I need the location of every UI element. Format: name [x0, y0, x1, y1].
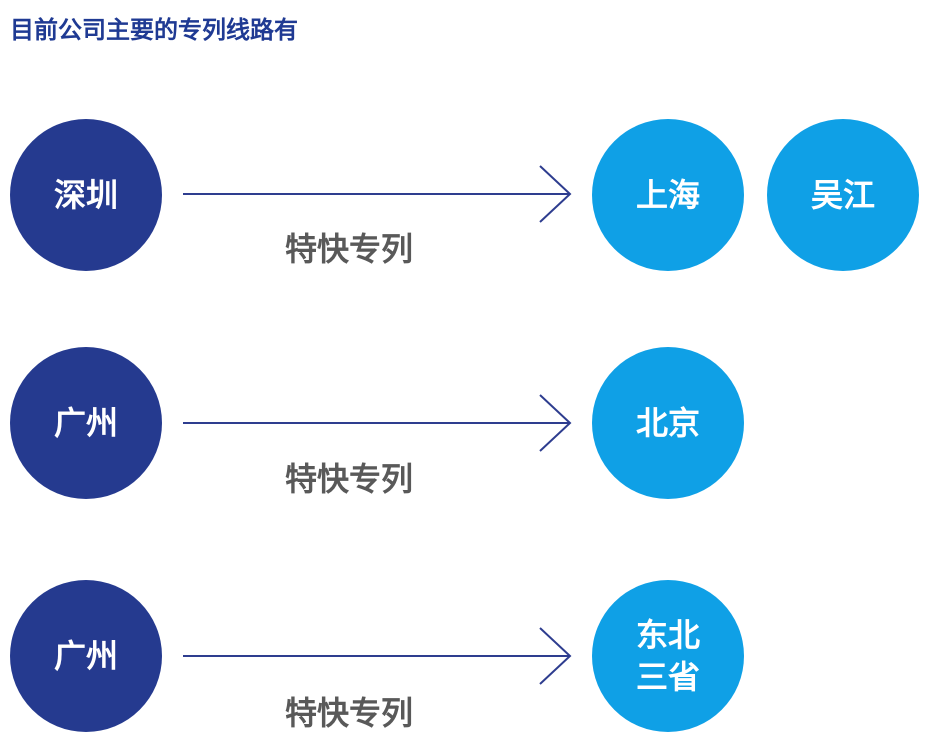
page-title: 目前公司主要的专列线路有: [10, 16, 298, 44]
arrow-route-3: [183, 627, 572, 685]
destination-circle-northeast: 东北 三省: [592, 580, 744, 732]
origin-circle-route-3: 广州: [10, 580, 162, 732]
service-label-route-1: 特快专列: [284, 230, 413, 268]
destination-circle-wujiang: 吴江: [767, 119, 919, 271]
service-label-route-2: 特快专列: [284, 460, 413, 498]
arrow-route-2: [183, 394, 572, 452]
arrow-route-1: [183, 165, 572, 223]
origin-circle-route-1: 深圳: [10, 119, 162, 271]
origin-circle-route-2: 广州: [10, 347, 162, 499]
destination-circle-shanghai: 上海: [592, 119, 744, 271]
service-label-route-3: 特快专列: [284, 694, 413, 732]
destination-circle-beijing: 北京: [592, 347, 744, 499]
